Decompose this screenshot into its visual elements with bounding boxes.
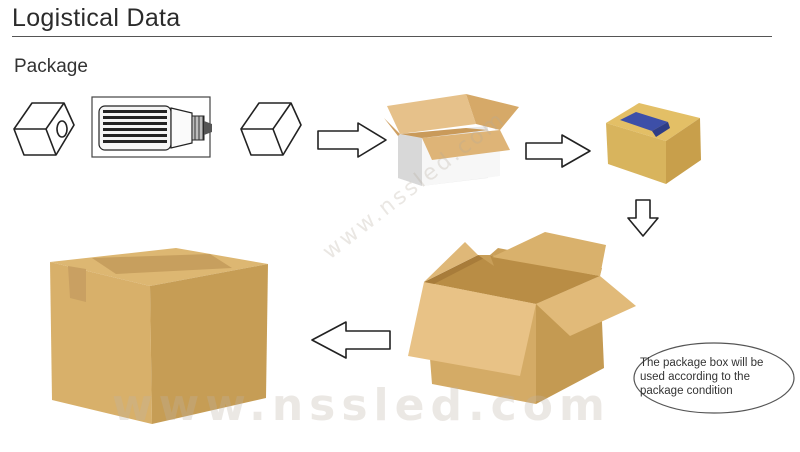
open-white-box-icon	[384, 94, 519, 186]
title-divider	[12, 36, 772, 37]
led-corn-bulb-icon	[91, 96, 212, 158]
inner-cube-icon	[240, 102, 302, 156]
sealed-carton-icon	[50, 248, 268, 424]
section-subtitle: Package	[14, 56, 88, 77]
closed-color-box-icon	[606, 103, 701, 184]
arrow-left-icon	[311, 321, 391, 359]
arrow-right-icon	[317, 122, 387, 158]
arrow-right-icon	[525, 134, 591, 168]
inner-cube-with-hole-icon	[13, 102, 75, 156]
watermark: www.nssled.com	[112, 380, 611, 431]
package-note: The package box will be used according t…	[640, 357, 764, 397]
page-title: Logistical Data	[12, 4, 181, 32]
arrow-down-icon	[627, 199, 659, 237]
open-carton-icon	[408, 232, 636, 404]
note-callout	[633, 342, 795, 414]
